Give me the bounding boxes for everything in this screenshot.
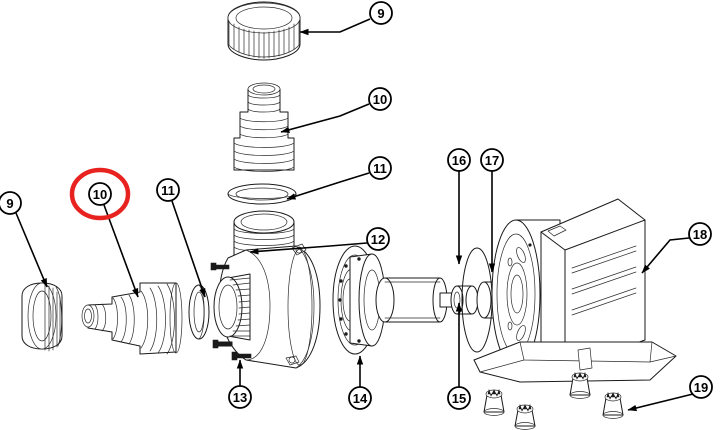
leader-line-11 xyxy=(286,172,370,200)
callout-17[interactable]: 17 xyxy=(480,148,504,273)
callout-9[interactable]: 9 xyxy=(299,1,393,36)
part-rubber-feet xyxy=(483,371,624,430)
callout-layer: 9 10 11 9 10 11 12 13 14 15 16 17 18 19 xyxy=(0,1,713,412)
rubber-foot-3 xyxy=(514,403,536,430)
callout-number-14: 14 xyxy=(353,391,368,406)
callout-18[interactable]: 18 xyxy=(641,222,712,274)
callout-bubble-11[interactable] xyxy=(368,156,392,180)
callout-11[interactable]: 11 xyxy=(156,178,206,298)
callout-bubble-16[interactable] xyxy=(447,148,471,172)
callout-bubble-14[interactable] xyxy=(348,386,372,410)
leader-line-12 xyxy=(249,242,368,255)
callout-19[interactable]: 19 xyxy=(627,375,713,412)
leader-line-10 xyxy=(103,204,139,298)
part-housing-screws xyxy=(210,262,252,361)
leader-line-9 xyxy=(15,212,48,288)
part-shaft-seal-rings xyxy=(450,285,479,315)
leader-line-10 xyxy=(280,103,370,133)
leader-line-9 xyxy=(299,18,371,36)
callout-bubble-10[interactable] xyxy=(368,87,392,111)
callout-9[interactable]: 9 xyxy=(0,191,48,288)
callout-number-11: 11 xyxy=(161,183,175,198)
housing-screw-3 xyxy=(210,262,230,271)
part-stepped-hose-barb-top xyxy=(233,82,295,172)
callout-15[interactable]: 15 xyxy=(447,302,471,410)
leader-line-11 xyxy=(171,200,206,298)
callout-bubble-9[interactable] xyxy=(0,191,22,215)
leader-line-19 xyxy=(627,393,694,412)
callout-number-19: 19 xyxy=(694,380,708,395)
rubber-foot-4 xyxy=(602,391,624,419)
callout-number-9: 9 xyxy=(6,196,13,211)
part-knurled-union-nut-top xyxy=(227,1,301,61)
callout-number-13: 13 xyxy=(233,390,247,405)
callout-11[interactable]: 11 xyxy=(286,156,392,200)
callout-13[interactable]: 13 xyxy=(228,359,252,409)
callout-bubble-9[interactable] xyxy=(369,1,393,25)
callout-bubble-19[interactable] xyxy=(689,375,713,399)
callout-bubble-10[interactable] xyxy=(88,182,112,206)
part-inlet-o-ring-top xyxy=(227,183,297,205)
callout-10[interactable]: 10 xyxy=(88,182,139,298)
callout-number-9: 9 xyxy=(377,6,384,21)
callout-16[interactable]: 16 xyxy=(447,148,471,265)
callout-bubble-15[interactable] xyxy=(447,386,471,410)
callout-number-11: 11 xyxy=(373,161,387,176)
callout-bubble-12[interactable] xyxy=(366,227,390,251)
part-knurled-union-nut-left xyxy=(21,282,63,352)
leader-line-18 xyxy=(641,237,690,274)
rubber-foot-1 xyxy=(483,388,505,416)
part-inlet-o-ring-left xyxy=(188,284,210,340)
callout-number-12: 12 xyxy=(371,232,385,247)
callout-number-18: 18 xyxy=(693,227,707,242)
red-circle-annotation xyxy=(69,167,131,221)
callout-bubble-17[interactable] xyxy=(480,148,504,172)
callout-12[interactable]: 12 xyxy=(249,227,390,255)
callout-number-17: 17 xyxy=(485,153,499,168)
housing-screw-1 xyxy=(212,339,233,349)
part-stepped-hose-barb-left xyxy=(81,282,183,355)
callout-number-10: 10 xyxy=(93,187,107,202)
part-pump-volute-housing xyxy=(213,210,321,369)
part-impeller-seal-plate xyxy=(332,245,459,355)
callout-number-16: 16 xyxy=(452,153,466,168)
callout-10[interactable]: 10 xyxy=(280,87,392,133)
callout-14[interactable]: 14 xyxy=(348,355,372,410)
part-motor-housing xyxy=(473,198,677,383)
callout-number-10: 10 xyxy=(373,92,387,107)
callout-bubble-13[interactable] xyxy=(228,385,252,409)
rubber-foot-2 xyxy=(569,371,591,399)
callout-bubble-11[interactable] xyxy=(156,178,180,202)
callout-bubble-18[interactable] xyxy=(688,222,712,246)
callout-number-15: 15 xyxy=(452,391,466,406)
